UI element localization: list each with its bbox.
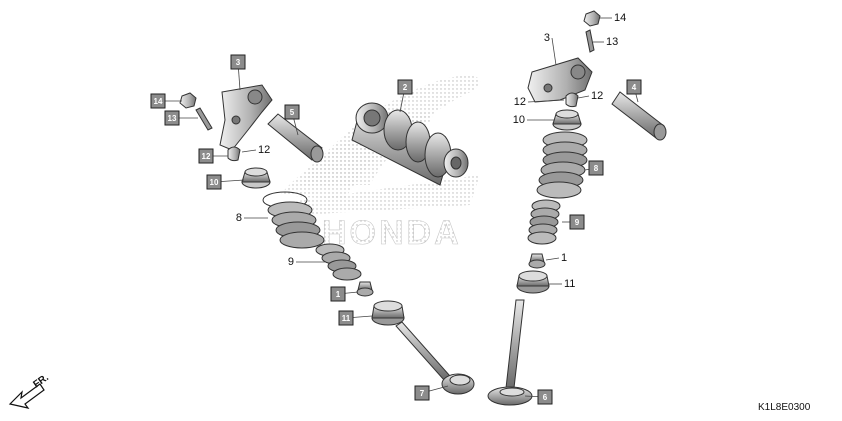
outer-valve-spring-left: [262, 191, 325, 249]
front-arrow-icon: FR.: [8, 372, 51, 409]
callout-label-12: 12: [258, 144, 270, 156]
callout-box-14: 14: [150, 93, 166, 109]
cotter-left: [227, 146, 241, 162]
callout-number: 4: [632, 83, 637, 92]
callout-number: 14: [154, 97, 163, 106]
callout-box-1: 1: [330, 286, 346, 302]
adjust-nut-right: [583, 10, 601, 27]
intake-valve: [395, 321, 475, 395]
callout-box-12: 12: [198, 148, 214, 164]
callout-box-6: 6: [537, 389, 553, 405]
callout-box-7: 7: [414, 385, 430, 401]
spring-retainer-right: [552, 109, 582, 131]
outer-valve-spring-right: [536, 131, 588, 199]
callout-box-5: 5: [284, 104, 300, 120]
exhaust-valve: [487, 299, 533, 406]
callout-leader-line: [577, 95, 590, 99]
camshaft: [351, 102, 469, 186]
callout-box-13: 13: [164, 110, 180, 126]
spring-retainer-left: [241, 167, 271, 189]
adjust-screw-right: [585, 29, 595, 53]
callout-label-1: 1: [561, 252, 567, 264]
rocker-shaft-right: [611, 91, 667, 141]
callout-box-10: 10: [206, 174, 222, 190]
honda-watermark-text: HONDA: [322, 214, 462, 252]
callout-number: 1: [336, 290, 341, 299]
rocker-arm-right: [527, 57, 593, 103]
callout-box-3: 3: [230, 54, 246, 70]
cotter-right: [565, 92, 579, 108]
callout-leader-line: [527, 99, 565, 103]
callout-number: 8: [594, 164, 599, 173]
callout-label-14: 14: [614, 12, 626, 24]
callout-number: 2: [403, 83, 408, 92]
callout-number: 7: [420, 389, 425, 398]
callout-number: 6: [543, 393, 548, 402]
callout-label-9: 9: [288, 256, 294, 268]
callout-number: 5: [290, 108, 295, 117]
callout-label-8: 8: [236, 212, 242, 224]
callout-number: 12: [202, 152, 211, 161]
callout-label-3: 3: [544, 32, 550, 44]
callout-number: 3: [236, 58, 241, 67]
callout-leader-line: [545, 257, 560, 261]
callout-box-8: 8: [588, 160, 604, 176]
spring-seat-right: [516, 270, 550, 294]
spring-seat-left: [371, 300, 405, 326]
adjust-nut-left: [179, 92, 197, 109]
adjust-screw-left: [195, 107, 213, 131]
callout-box-2: 2: [397, 79, 413, 95]
callout-number: 13: [168, 114, 177, 123]
callout-label-13: 13: [606, 36, 618, 48]
callout-number: 10: [210, 178, 219, 187]
callout-number: 9: [575, 218, 580, 227]
callout-label-12: 12: [591, 90, 603, 102]
rocker-shaft-left: [267, 113, 324, 163]
inner-valve-spring-right: [527, 199, 561, 245]
callout-box-9: 9: [569, 214, 585, 230]
callout-label-12: 12: [514, 96, 526, 108]
callout-label-11: 11: [564, 278, 575, 290]
stem-seal-right: [528, 253, 546, 269]
callout-box-11: 11: [338, 310, 354, 326]
callout-number: 11: [342, 314, 351, 323]
drawing-code: K1L8E0300: [758, 402, 811, 413]
callout-box-4: 4: [626, 79, 642, 95]
callout-leader-line: [241, 149, 257, 153]
callout-leader-line: [551, 37, 557, 66]
rocker-arm-left: [219, 84, 273, 151]
inner-valve-spring-left: [315, 243, 362, 281]
callout-label-10: 10: [513, 114, 525, 126]
stem-seal-left: [356, 281, 374, 297]
